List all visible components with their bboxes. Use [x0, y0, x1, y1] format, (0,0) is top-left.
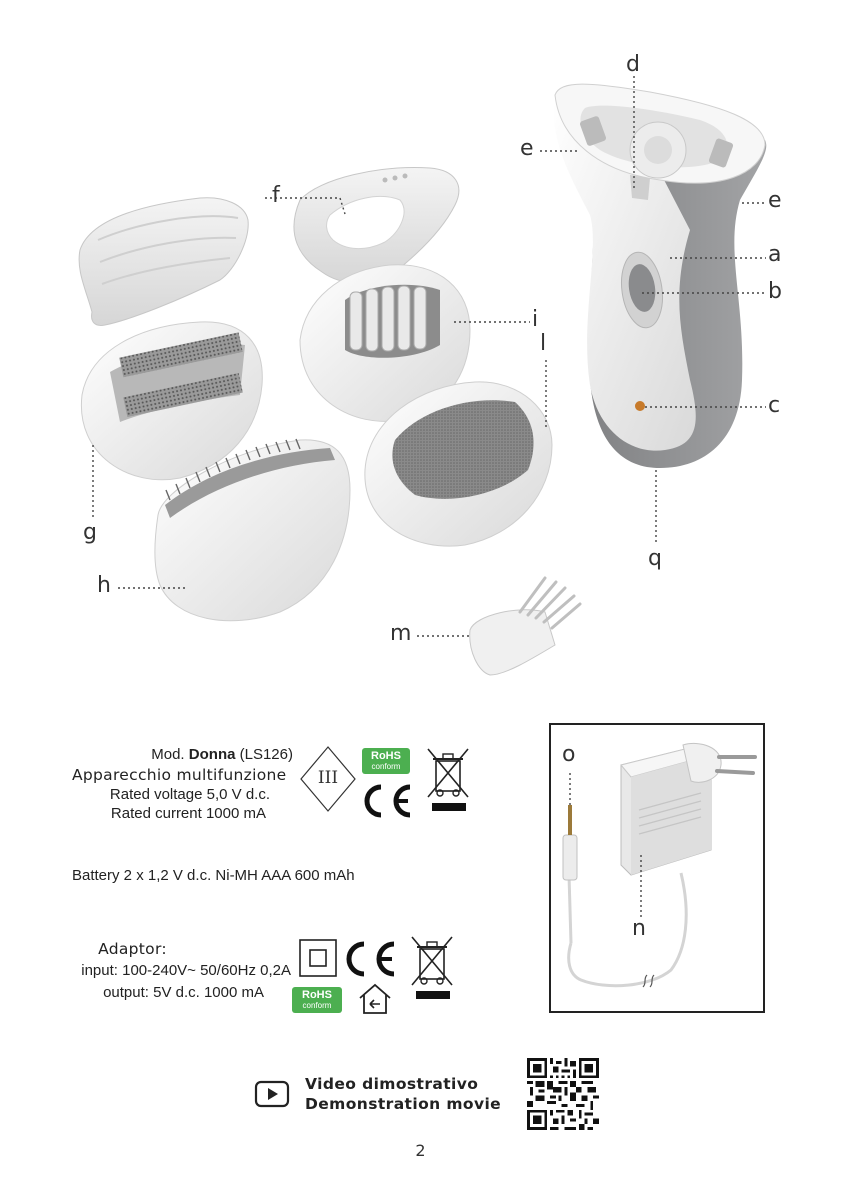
rohs-badge: RoHS conform — [292, 987, 342, 1013]
label-m: m — [390, 623, 411, 645]
waste-bin-icon — [408, 935, 456, 1003]
page-number: 2 — [0, 1141, 841, 1160]
model-line: Mod. Donna (LS126) — [0, 746, 293, 763]
rated-voltage: Rated voltage 5,0 V d.c. — [0, 786, 270, 803]
head-g-shaver — [81, 322, 262, 480]
label-n: n — [632, 918, 646, 940]
label-d: d — [626, 54, 640, 76]
epilator-body — [554, 84, 766, 468]
rohs-badge: RoHS conform — [362, 748, 410, 774]
double-insulation-icon — [298, 938, 338, 978]
cap-f-left — [79, 198, 248, 326]
indoor-use-icon — [356, 982, 394, 1016]
label-q: q — [648, 548, 662, 570]
product-illustration — [0, 0, 841, 700]
label-o: o — [562, 744, 575, 766]
label-l: l — [540, 333, 546, 355]
adaptor-input: input: 100-240V~ 50/60Hz 0,2A — [0, 962, 291, 979]
label-c: c — [768, 395, 780, 417]
label-e-right: e — [768, 190, 782, 212]
rated-current: Rated current 1000 mA — [0, 805, 266, 822]
qr-code-icon[interactable] — [527, 1058, 599, 1130]
model-code: (LS126) — [240, 746, 293, 763]
mod-prefix: Mod. — [151, 746, 184, 763]
cap-f-right — [294, 168, 459, 283]
battery-spec: Battery 2 x 1,2 V d.c. Ni-MH AAA 600 mAh — [72, 867, 355, 884]
rohs-sub: conform — [292, 1001, 342, 1010]
product-name: Apparecchio multifunzione — [72, 766, 286, 784]
label-e-left: e — [520, 138, 534, 160]
adaptor-title: Adaptor: — [0, 940, 265, 958]
model-name: Donna — [189, 746, 236, 763]
adaptor-output: output: 5V d.c. 1000 mA — [0, 984, 264, 1001]
label-b: b — [768, 281, 782, 303]
video-title-it[interactable]: Video dimostrativo — [305, 1075, 478, 1093]
rohs-text: RoHS — [292, 987, 342, 1001]
adaptor-illustration — [551, 725, 763, 1011]
waste-bin-icon — [424, 747, 472, 815]
play-icon[interactable] — [254, 1080, 290, 1108]
class-iii-label: III — [298, 768, 358, 788]
ce-mark-icon — [340, 940, 398, 978]
label-a: a — [768, 244, 781, 266]
rohs-sub: conform — [362, 762, 410, 771]
cleaning-brush-m — [470, 578, 580, 675]
label-i: i — [532, 309, 538, 331]
label-g: g — [83, 522, 97, 544]
ce-mark-icon — [358, 783, 414, 819]
rohs-text: RoHS — [362, 748, 410, 762]
video-title-en[interactable]: Demonstration movie — [305, 1095, 501, 1113]
label-f: f — [272, 185, 280, 207]
label-h: h — [97, 575, 111, 597]
